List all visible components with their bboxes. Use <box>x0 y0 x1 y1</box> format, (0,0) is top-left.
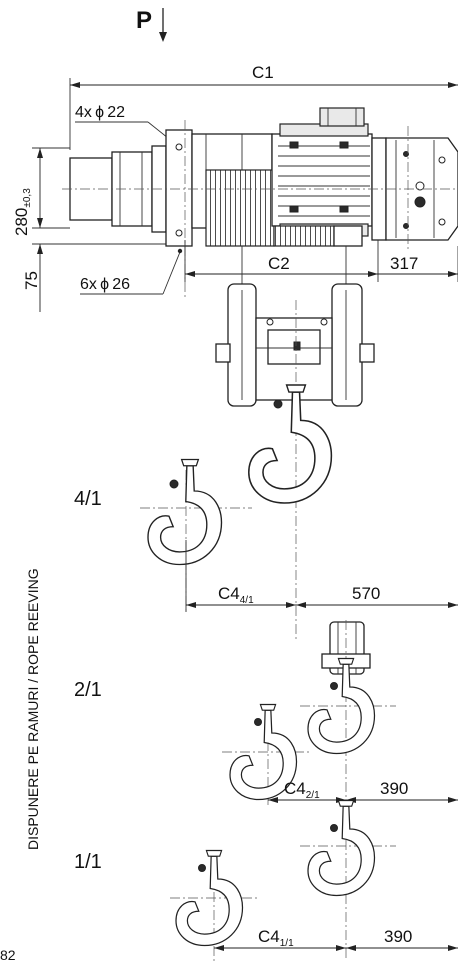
svg-text:280±0,3: 280±0,3 <box>12 188 33 236</box>
dim-390-1-1-label: 390 <box>384 927 412 946</box>
dim-280-label: 280 <box>12 208 31 236</box>
dim-75-label: 75 <box>22 271 41 290</box>
hook-block-4-1 <box>215 246 375 640</box>
callout-4-holes: 4x ϕ 22 <box>75 104 182 150</box>
reeving-2-1-label: 2/1 <box>74 679 102 701</box>
svg-text:C42/1: C42/1 <box>284 779 320 801</box>
dimension-280: 280±0,3 <box>12 147 70 236</box>
dim-c4-4-1-label: C4 <box>218 584 240 603</box>
dimension-75: 75 <box>22 243 180 312</box>
load-label: P <box>136 7 152 34</box>
load-arrow: P <box>136 7 167 42</box>
dim-390-2-1-label: 390 <box>380 779 408 798</box>
dim-c1-label: C1 <box>252 63 274 82</box>
reeving-1-1: 1/1 C41/1 390 <box>74 799 458 961</box>
svg-text:C44/1: C44/1 <box>218 584 254 606</box>
dim-c4-1-1-label: C4 <box>258 927 280 946</box>
dim-c4-1-1-sub: 1/1 <box>280 938 294 949</box>
dim-c2-label: C2 <box>268 254 290 273</box>
dim-570-label: 570 <box>352 584 380 603</box>
page-number: 82 <box>0 947 16 961</box>
dim-c4-2-1-label: C4 <box>284 779 306 798</box>
reeving-2-1: 2/1 C42/1 390 <box>74 620 458 806</box>
dimension-317: 317 <box>378 246 458 282</box>
svg-text:C41/1: C41/1 <box>258 927 294 949</box>
reeving-title-text: DISPUNERE PE RAMURI / ROPE REEVING <box>25 568 41 850</box>
dimension-c1: C1 <box>69 63 458 150</box>
reeving-1-1-label: 1/1 <box>74 851 102 873</box>
dim-c4-4-1-sub: 4/1 <box>240 595 254 606</box>
dim-6x26-label: 6x ϕ 26 <box>80 276 130 293</box>
dim-280-tolerance: ±0,3 <box>22 188 33 208</box>
reeving-4-1-label: 4/1 <box>74 488 102 510</box>
dim-4x22-label: 4x ϕ 22 <box>75 104 125 121</box>
dim-c4-2-1-sub: 2/1 <box>306 790 320 801</box>
dim-317-label: 317 <box>390 254 418 273</box>
hoist-body <box>62 107 458 300</box>
callout-6-holes: 6x ϕ 26 <box>80 248 183 295</box>
reeving-4-1: 4/1 C44/1 570 <box>74 458 458 612</box>
reeving-title: DISPUNERE PE RAMURI / ROPE REEVING <box>25 568 41 850</box>
